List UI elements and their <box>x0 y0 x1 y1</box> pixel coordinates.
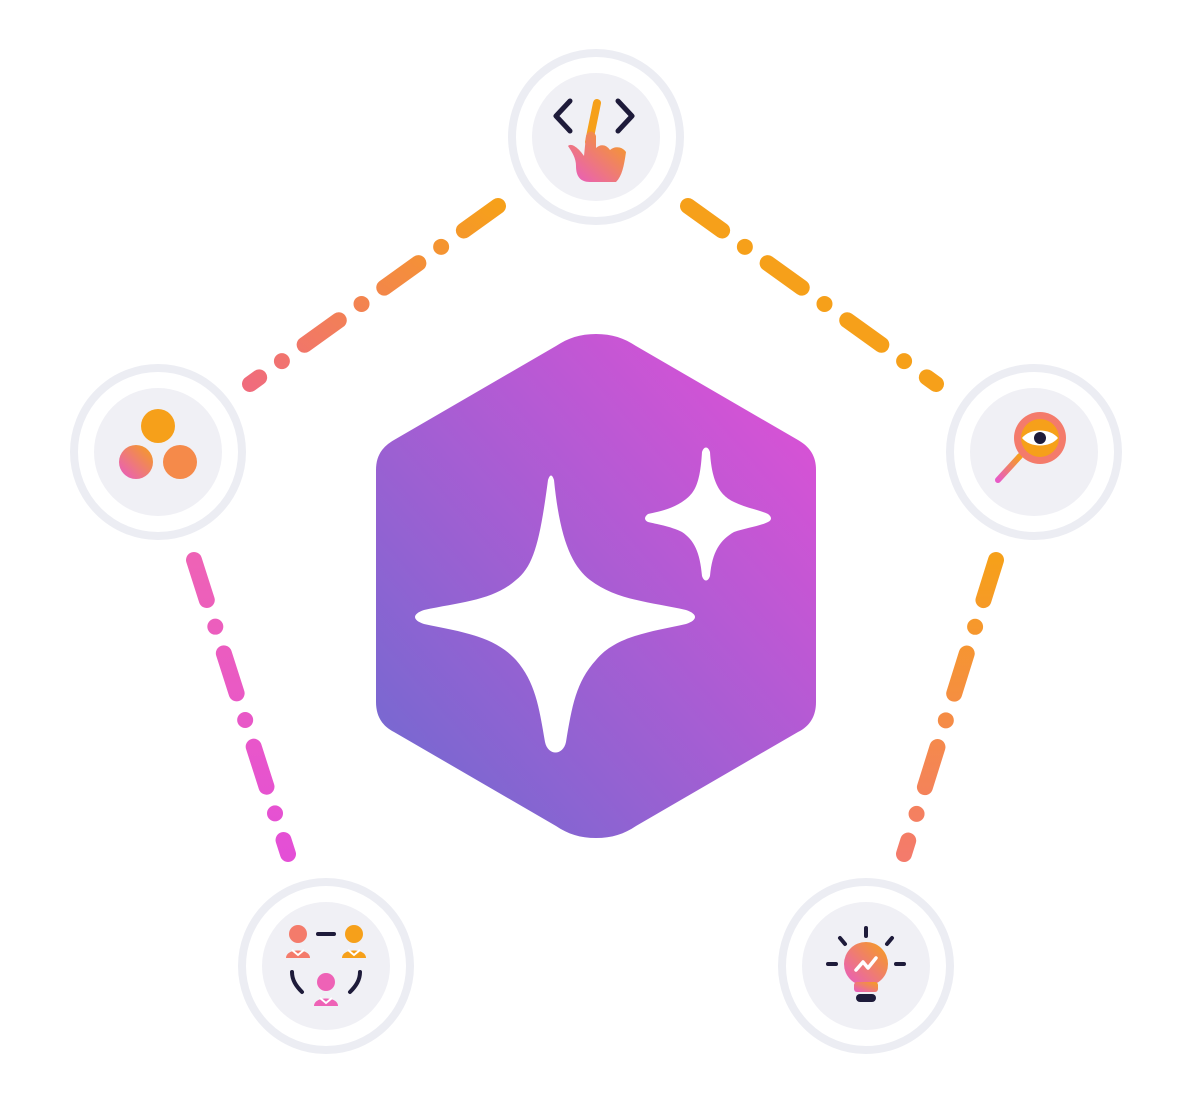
node-top[interactable] <box>508 49 684 225</box>
group-dots-icon <box>119 409 197 479</box>
node-bottom-right[interactable] <box>778 878 954 1054</box>
lightbulb-chart-icon <box>826 926 906 1002</box>
sparkles-icon <box>415 447 771 753</box>
team-cycle-icon <box>286 925 366 1006</box>
search-eye-icon <box>995 412 1066 483</box>
code-touch-icon <box>553 98 635 182</box>
node-left[interactable] <box>70 364 246 540</box>
edge-top-right <box>680 198 944 392</box>
edge-top-left <box>242 198 506 392</box>
center-hexagon <box>376 334 816 838</box>
node-bottom-left[interactable] <box>238 878 414 1054</box>
node-right[interactable] <box>946 364 1122 540</box>
edge-left-bottomleft <box>186 552 296 862</box>
edge-right-bottomright <box>896 552 1004 862</box>
